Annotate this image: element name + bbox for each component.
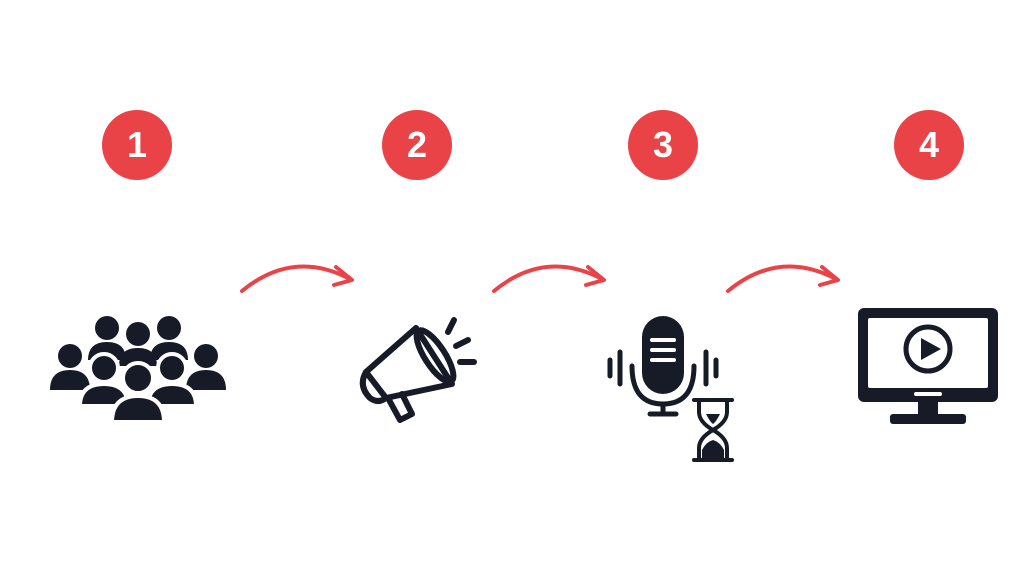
monitor-play-icon <box>856 306 1000 428</box>
step-4-badge: 4 <box>894 110 964 180</box>
arrow-1-to-2 <box>238 255 363 300</box>
arrow-2-to-3 <box>490 255 615 300</box>
arrow-3-to-4 <box>724 255 849 300</box>
step-1-badge: 1 <box>102 110 172 180</box>
microphone-hourglass-icon <box>606 312 738 464</box>
megaphone-icon <box>352 312 482 427</box>
step-2-badge: 2 <box>382 110 452 180</box>
step-3-badge: 3 <box>628 110 698 180</box>
crowd-icon <box>48 312 228 424</box>
